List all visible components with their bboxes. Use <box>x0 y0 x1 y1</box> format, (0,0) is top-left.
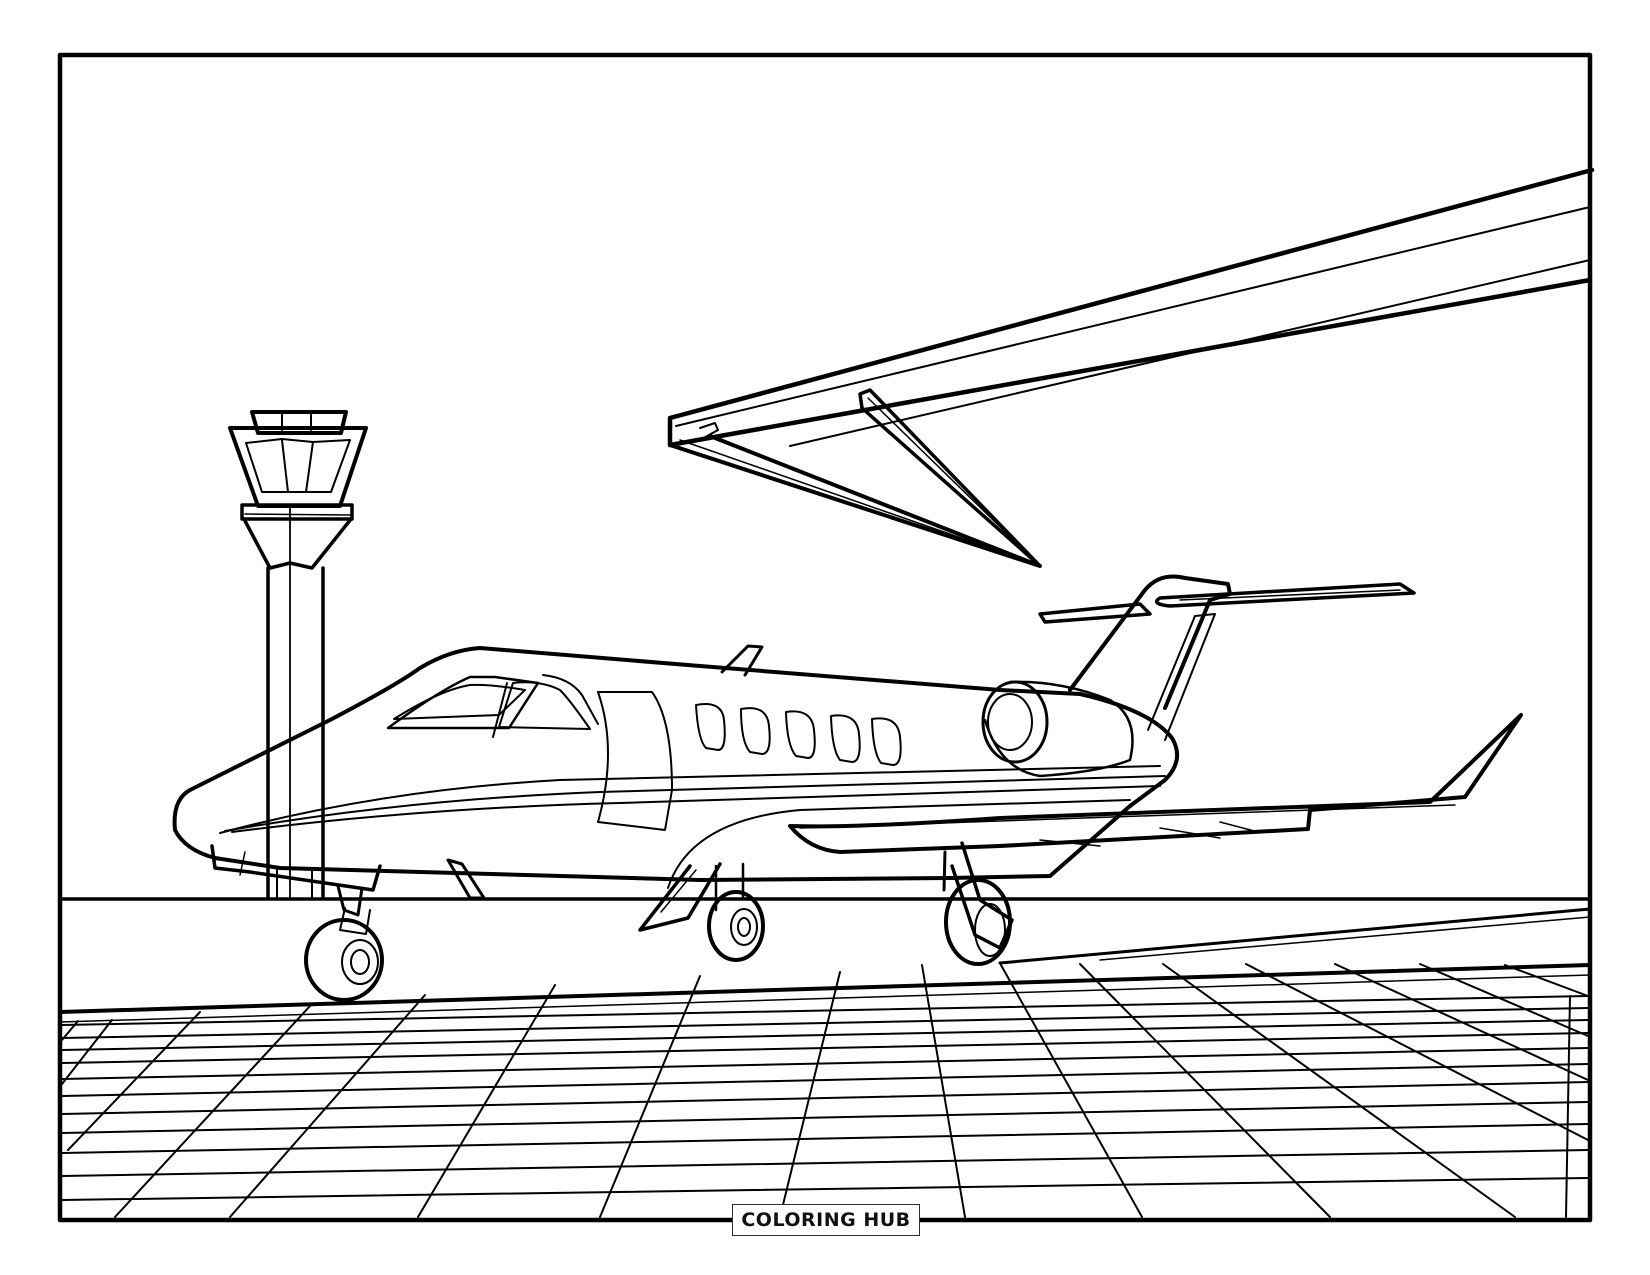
passenger-windows <box>695 703 902 766</box>
apron-floor-grid <box>61 963 1589 1218</box>
coloring-hub-watermark: COLORING HUB <box>732 1204 920 1236</box>
private-jet <box>172 574 1523 1002</box>
control-tower <box>228 410 368 900</box>
runway-edges <box>58 897 1592 1023</box>
terminal-jet-bridge <box>667 167 1595 568</box>
